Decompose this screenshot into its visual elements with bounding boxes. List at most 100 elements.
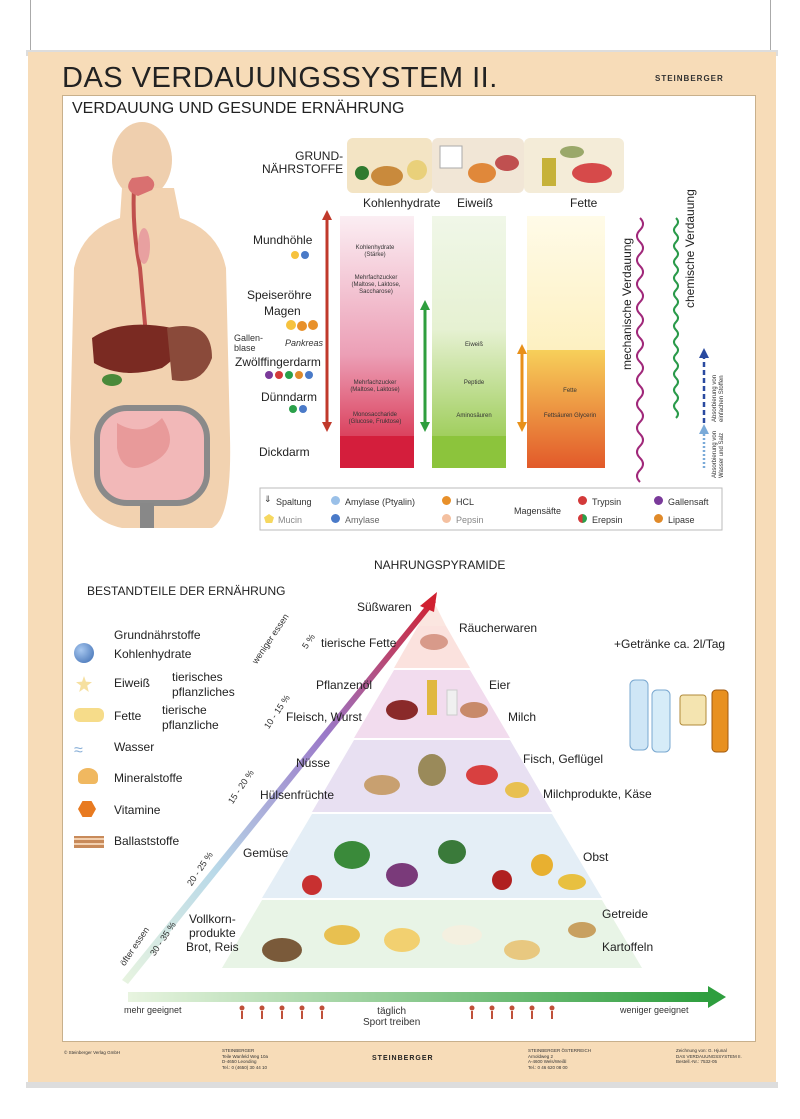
legend-trypsin-dot <box>578 496 587 505</box>
legend-erepsin: Erepsin <box>592 515 623 525</box>
organ-label-small-intestine: Dünndarm <box>261 390 318 404</box>
water-icon: ≈ <box>74 742 83 759</box>
component-vitamins: Vitamine <box>114 803 161 817</box>
fat-step-2: Fettsäuren Glycerin <box>543 413 597 419</box>
fats-icon <box>74 708 104 722</box>
pyramid-tier-vegetables-fruit <box>262 814 602 898</box>
tier-label-meat: Fleisch, Wurst <box>286 710 362 724</box>
axis-label-more-suitable: mehr geeignet <box>124 1005 182 1015</box>
component-basic-nutrients: Grundnährstoffe <box>114 628 201 642</box>
sport-figures <box>239 1005 555 1019</box>
component-fats: Fette <box>114 709 142 723</box>
carbohydrate-column <box>340 216 414 468</box>
carb-step-1: Kohlenhydrate (Stärke) <box>355 245 395 258</box>
food-pyramid-graphic <box>122 592 729 1019</box>
organ-label-pancreas: Pankreas <box>285 338 324 348</box>
legend-hcl: HCL <box>456 497 475 507</box>
drinks-label: +Getränke ca. 2l/Tag <box>614 637 726 651</box>
axis-label-less-suitable: weniger geeignet <box>620 1005 689 1015</box>
legend-pepsin: Pepsin <box>456 515 484 525</box>
pyramid-tier-sweets <box>418 598 446 626</box>
protein-step-3: Aminosäuren <box>456 413 492 419</box>
component-fats-plant: pflanzliche <box>162 718 219 732</box>
credit: Zeichnung von: G. Hjunal DAS VERDAUUNGSS… <box>676 1048 742 1064</box>
hanging-cord-right <box>770 0 771 52</box>
nutrients-heading: GRUND- NÄHRSTOFFE <box>262 149 344 176</box>
carb-step-3: Mehrfachzucker (Maltose, Laktose) <box>350 380 400 393</box>
footer-logo: STEINBERGER <box>372 1055 434 1062</box>
legend-pepsin-dot <box>442 514 451 523</box>
legend-split: Spaltung <box>276 497 312 507</box>
legend-amylase-dot <box>331 514 340 523</box>
chemical-digestion-wave <box>673 217 679 419</box>
tier-label-eggs: Eier <box>489 678 511 692</box>
legend-trypsin: Trypsin <box>592 497 622 507</box>
pyramid-title: NAHRUNGSPYRAMIDE <box>374 558 506 572</box>
column-label-protein: Eiweiß <box>457 196 494 210</box>
tier-label-fish: Fisch, Geflügel <box>523 752 604 766</box>
legend-bile: Gallensaft <box>668 497 709 507</box>
bottom-rail <box>26 1082 778 1088</box>
tier-label-vegetables: Gemüse <box>243 846 289 860</box>
components-title: BESTANDTEILE DER ERNÄHRUNG <box>87 584 286 598</box>
protein-step-1: Eiweiß <box>464 342 483 348</box>
tier-label-potatoes: Kartoffeln <box>602 940 654 954</box>
protein-column <box>432 216 506 468</box>
component-protein: Eiweiß <box>114 676 151 690</box>
fat-foods-illustration <box>524 138 624 193</box>
organ-label-stomach: Magen <box>264 304 301 318</box>
tier-label-cereals: Getreide <box>602 907 649 921</box>
component-carbohydrates: Kohlenhydrate <box>114 647 192 661</box>
poster-title: DAS VERDAUUNGSSYSTEM II. <box>62 62 498 94</box>
legend-gastric-juices: Magensäfte <box>514 506 562 516</box>
legend-hcl-dot <box>442 496 451 505</box>
column-label-carbohydrates: Kohlenhydrate <box>363 196 441 210</box>
carb-step-4: Monosaccharide (Glucose, Fruktose) <box>348 412 402 425</box>
protein-foods-illustration <box>432 138 524 193</box>
component-fiber: Ballaststoffe <box>114 834 180 848</box>
organ-label-large-intestine: Dickdarm <box>259 445 310 459</box>
drinks-illustration <box>629 679 729 753</box>
suitability-axis-arrow <box>128 992 708 1002</box>
legend-amylase-ptyalin-dot <box>331 496 340 505</box>
legend-box <box>259 487 723 531</box>
legend-bile-dot <box>654 496 663 505</box>
tier-label-milk: Milch <box>508 710 537 724</box>
legend-amylase-ptyalin: Amylase (Ptyalin) <box>345 497 416 507</box>
hanging-cord-left <box>30 0 31 52</box>
carb-step-2: Mehrfachzucker (Maltose, Laktose, Saccha… <box>351 275 401 295</box>
tier-label-sweets: Süßwaren <box>357 600 412 614</box>
digestion-diagram <box>70 122 723 531</box>
component-fats-animal: tierische <box>162 703 207 717</box>
copyright: © Steinberger Verlag GmbH <box>64 1050 121 1055</box>
tier-label-vegetable-oil: Pflanzenöl <box>316 678 373 692</box>
component-water: Wasser <box>114 740 155 754</box>
tier-label-nuts: Nüsse <box>296 756 331 770</box>
section-subtitle: VERDAUUNG UND GESUNDE ERNÄHRUNG <box>72 100 405 117</box>
tier-label-dairy: Milchprodukte, Käse <box>543 787 652 801</box>
chemical-digestion-label: chemische Verdauung <box>683 189 697 308</box>
tier-label-wholegrain: Vollkorn- produkte Brot, Reis <box>186 912 239 954</box>
tier-label-animal-fats: tierische Fette <box>321 636 397 650</box>
legend-amylase: Amylase <box>345 515 380 525</box>
mechanical-digestion-wave <box>636 217 644 483</box>
absorption-substances-label: Absorbierung von einfachen Stoffen <box>712 374 725 422</box>
protein-step-2: Peptide <box>463 380 485 386</box>
legend-mucin: Mucin <box>278 515 303 525</box>
vitamins-icon <box>78 801 96 817</box>
component-protein-plant: pflanzliches <box>172 685 235 699</box>
legend-erepsin-dot <box>578 514 587 523</box>
human-body-illustration <box>70 122 231 528</box>
organ-label-duodenum: Zwölffingerdarm <box>235 355 321 369</box>
publisher-right: STEINBERGER ÖSTERREICH Arnoldweg 2 A-460… <box>528 1048 592 1070</box>
mechanical-digestion-label: mechanische Verdauung <box>620 237 634 370</box>
carbohydrates-icon <box>74 643 94 663</box>
minerals-icon <box>78 768 98 784</box>
fat-step-1: Fette <box>563 388 577 394</box>
column-label-fats: Fette <box>570 196 598 210</box>
fiber-icon <box>74 836 104 848</box>
tier-label-legumes: Hülsenfrüchte <box>260 788 335 802</box>
organ-label-esophagus: Speiseröhre <box>247 288 312 302</box>
legend-mucin-dot <box>264 514 274 523</box>
publisher-left: STEINBERGER Teile Wanfeld Weg 10a D-4650… <box>222 1048 269 1070</box>
